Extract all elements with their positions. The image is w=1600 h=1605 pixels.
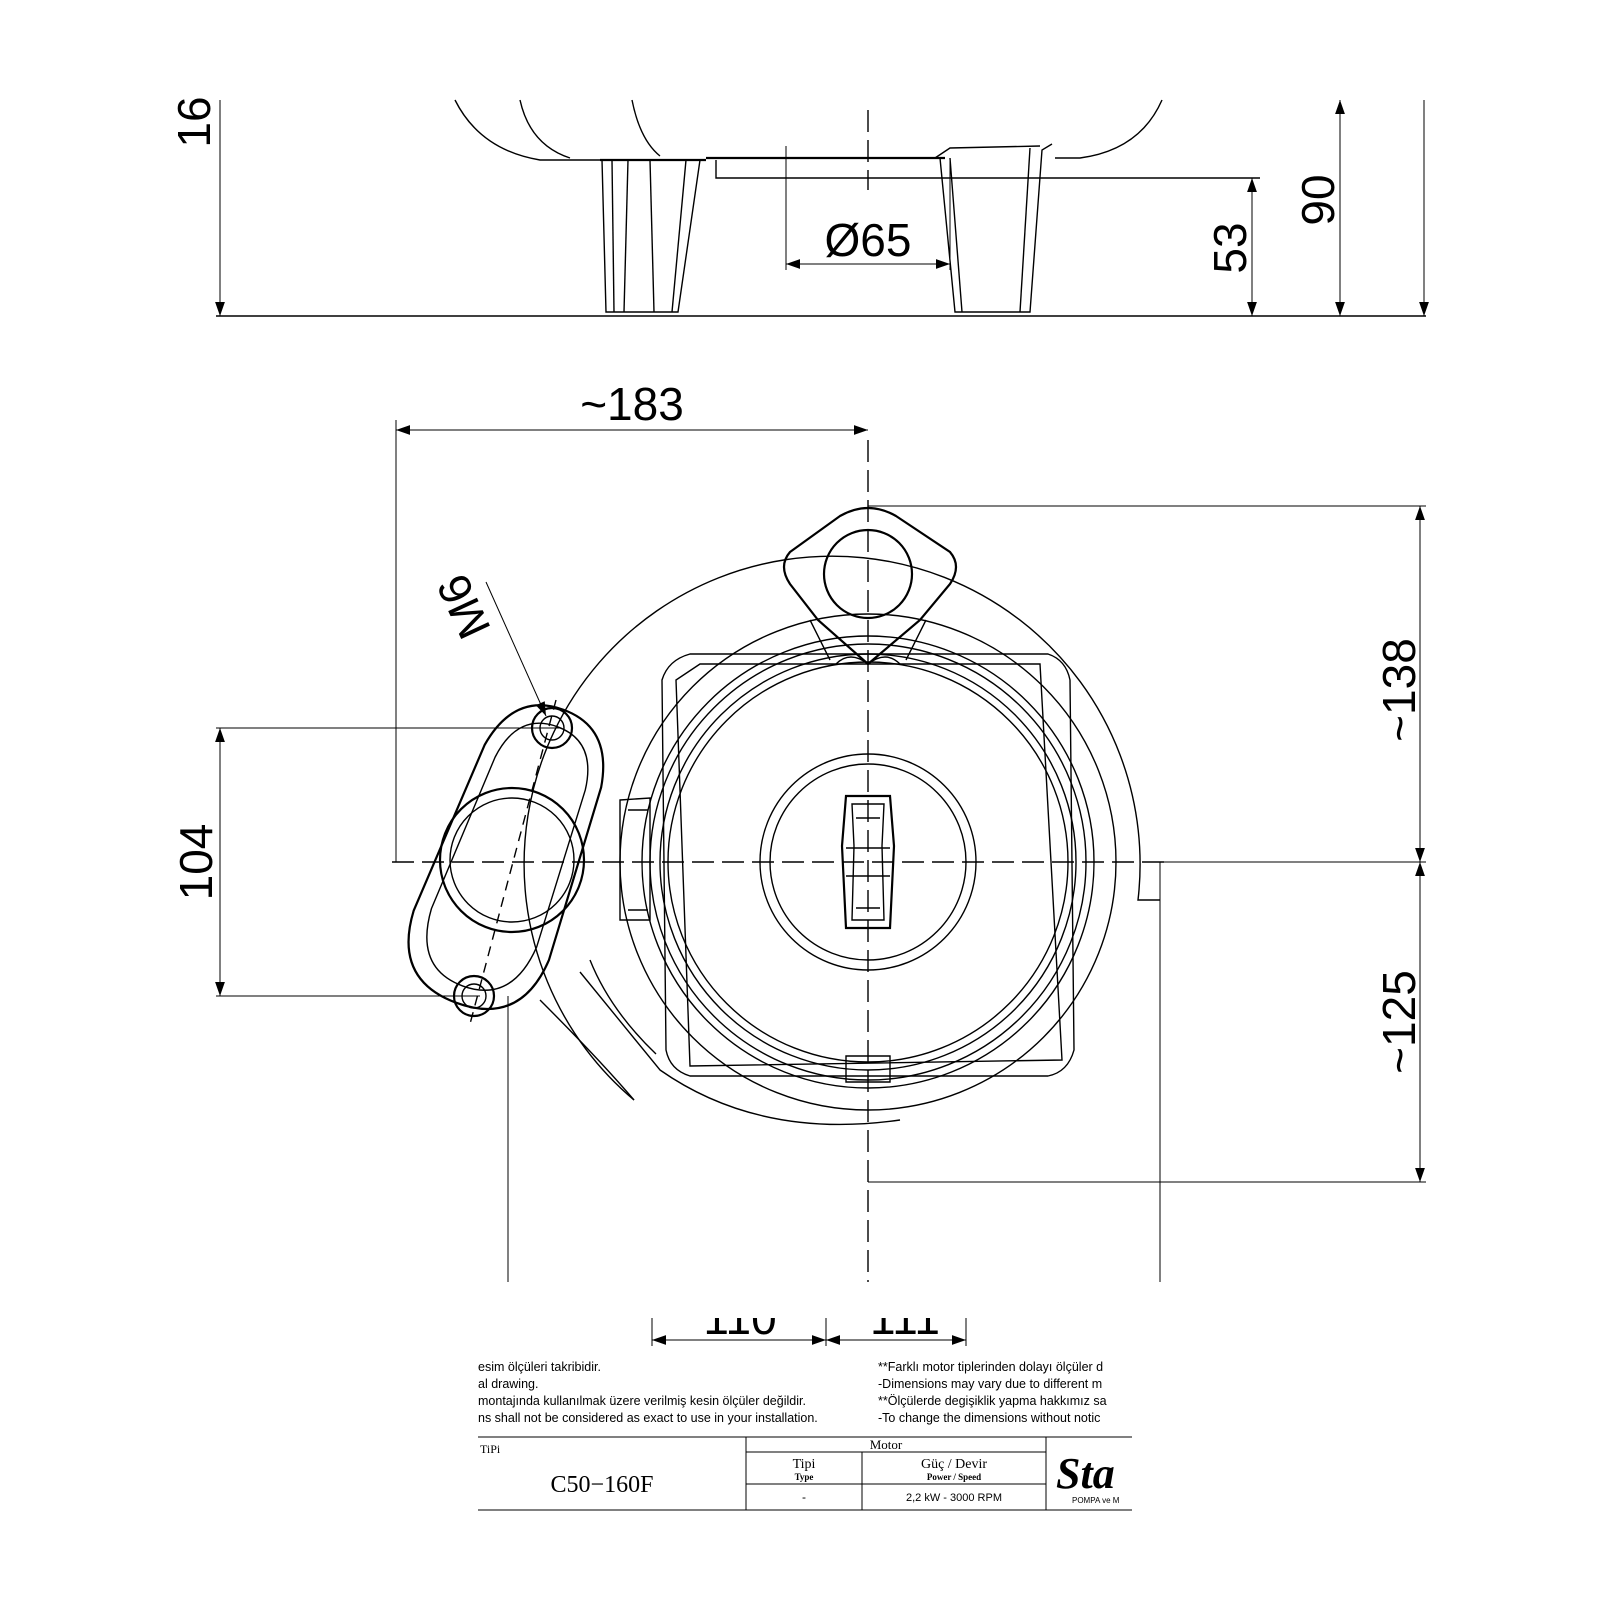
motor-type-value: - <box>802 1490 806 1504</box>
note-left-1: esim ölçüleri takribidir. <box>478 1360 601 1374</box>
note-right-4: -To change the dimensions without notic <box>878 1411 1100 1425</box>
company-subtitle: POMPA ve M <box>1072 1496 1120 1505</box>
pump-type-label: TiPi <box>480 1442 501 1456</box>
svg-text:Sta: Sta <box>1056 1449 1115 1498</box>
dim-top-height-partial: 16 <box>168 96 220 147</box>
note-left-4: ns shall not be considered as exact to u… <box>478 1411 818 1425</box>
pump-model: C50−160F <box>551 1472 654 1498</box>
motor-header: Motor <box>870 1437 903 1452</box>
motor-type-label: Tipi <box>793 1457 816 1472</box>
title-block: TiPi C50−160F Motor Tipi Type Güç / Devi… <box>478 1436 1132 1511</box>
motor-type-label-en: Type <box>795 1472 814 1482</box>
side-view: Ø65 16 53 90 <box>168 96 1429 317</box>
power-speed-value: 2,2 kW - 3000 RPM <box>906 1492 1002 1504</box>
dim-lower-depth: ~125 <box>1373 970 1425 1074</box>
note-left-3: montajında kullanılmak üzere verilmiş ke… <box>478 1394 806 1408</box>
power-speed-label: Güç / Devir <box>921 1457 987 1472</box>
company-logo: Sta POMPA ve M <box>1056 1449 1120 1505</box>
plan-view: ~183 ~138 ~125 104 <box>170 378 1426 1282</box>
dim-outlet-diameter: Ø65 <box>825 214 912 266</box>
dim-bolt-thread: M6 <box>426 567 500 647</box>
power-speed-label-en: Power / Speed <box>927 1472 981 1482</box>
dim-base-height: 90 <box>1292 174 1344 225</box>
note-right-1: **Farklı motor tiplerinden dolayı ölçüle… <box>878 1360 1103 1374</box>
note-right-3: **Ölçülerde degişiklik yapma hakkımız sa <box>878 1394 1107 1408</box>
dim-overall-width: ~183 <box>580 378 684 430</box>
dim-foot-height: 53 <box>1204 222 1256 273</box>
note-left-2: al drawing. <box>478 1377 538 1391</box>
dim-flange-hole-spacing: 104 <box>170 824 222 901</box>
note-right-2: -Dimensions may vary due to different m <box>878 1377 1102 1391</box>
dim-bottom-right-partial: 111 <box>870 1292 940 1344</box>
dim-bottom-left-partial: 110 <box>703 1292 776 1344</box>
bottom-partial-dimensions: 110 111 <box>651 1292 967 1346</box>
dim-upper-depth: ~138 <box>1373 638 1425 742</box>
notes-block: esim ölçüleri takribidir. al drawing. mo… <box>478 1360 1107 1425</box>
